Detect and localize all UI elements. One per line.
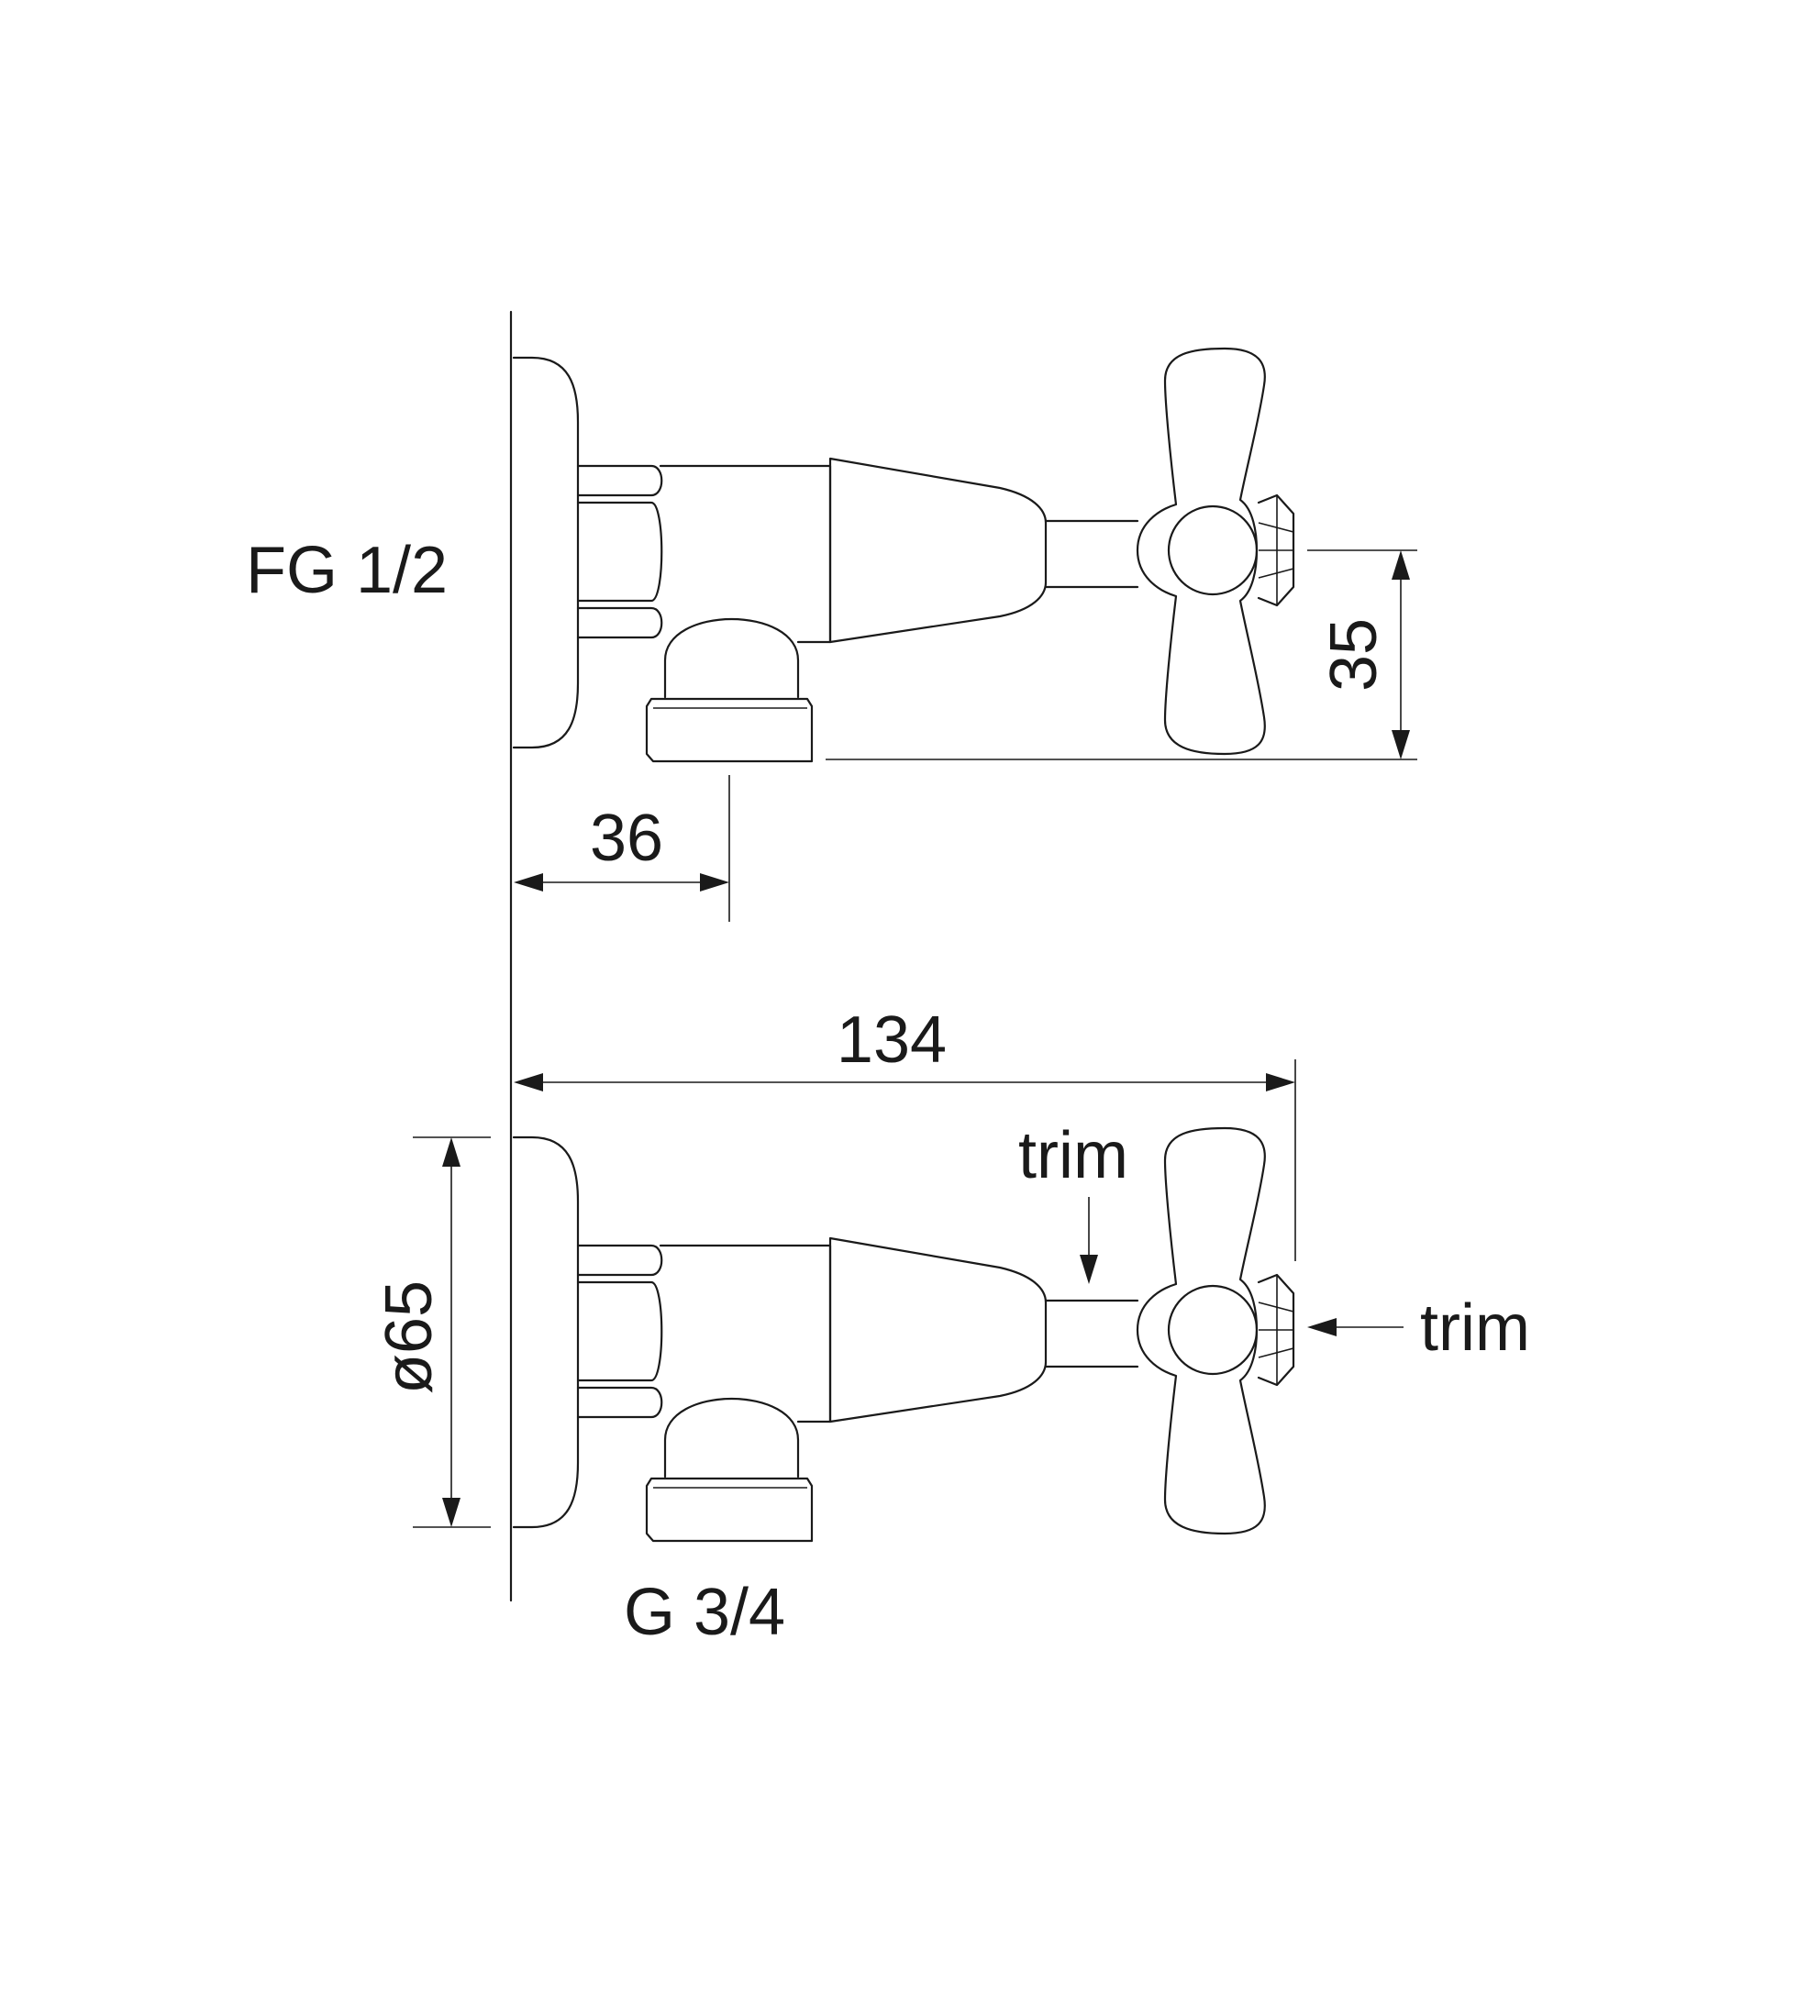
inlet-thread-label: FG 1/2 — [246, 534, 448, 607]
dimension-36 — [514, 775, 730, 922]
valve-view-lower — [512, 1126, 1295, 1543]
dimension-35-label: 35 — [1317, 618, 1391, 692]
dimension-35 — [826, 549, 1417, 760]
outlet-thread-label: G 3/4 — [624, 1576, 785, 1649]
valve-view-upper — [512, 347, 1295, 763]
dimension-diameter-65 — [413, 1136, 491, 1528]
dimension-36-label: 36 — [590, 802, 663, 875]
dimension-134-label: 134 — [837, 1003, 947, 1077]
dimension-134 — [514, 1059, 1296, 1261]
trim-right-label: trim — [1420, 1291, 1530, 1365]
trim-right-arrow — [1307, 1318, 1404, 1336]
trim-top-arrow — [1080, 1197, 1098, 1284]
trim-top-label: trim — [1018, 1119, 1128, 1192]
dimension-diameter-65-label: ø65 — [372, 1280, 446, 1394]
